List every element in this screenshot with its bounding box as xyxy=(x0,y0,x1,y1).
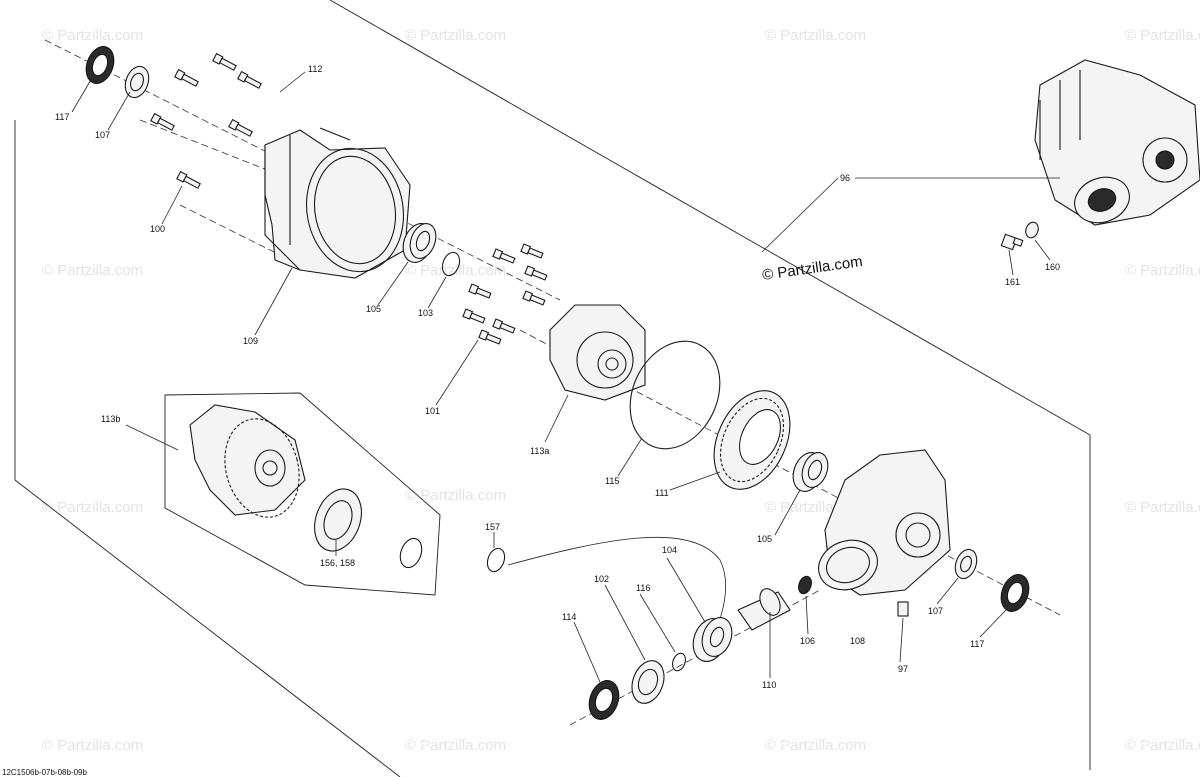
callout-102[interactable]: 102 xyxy=(594,574,609,584)
leader-lines xyxy=(71,71,1060,683)
oil-seal-117-top[interactable] xyxy=(81,43,118,88)
bearing-104[interactable] xyxy=(687,613,737,666)
ring-gear-111[interactable] xyxy=(699,379,805,502)
callout-97[interactable]: 97 xyxy=(898,664,908,674)
housing-109[interactable] xyxy=(264,127,413,279)
bearing-105-top[interactable] xyxy=(398,219,440,266)
watermark: © Partzilla.com xyxy=(1125,499,1200,516)
washer-160[interactable] xyxy=(1024,220,1041,239)
o-ring-115[interactable] xyxy=(613,326,736,463)
callout-116[interactable]: 116 xyxy=(636,583,650,593)
bushing-106[interactable] xyxy=(796,574,813,595)
watermark: © Partzilla.com xyxy=(765,737,866,754)
callout-113a[interactable]: 113a xyxy=(530,446,549,456)
watermark: © Partzilla.com xyxy=(1125,262,1200,279)
differential-cover-113a[interactable] xyxy=(549,304,646,401)
oil-seal-117-bot[interactable] xyxy=(996,571,1033,616)
assembly-axes xyxy=(44,39,1061,726)
watermark: © Partzilla.com xyxy=(42,737,143,754)
drawing-code: 12C1506b-07b-08b-09b xyxy=(2,768,88,777)
callout-110[interactable]: 110 xyxy=(762,680,776,690)
bolt-set-101[interactable] xyxy=(462,243,548,345)
callout-96[interactable]: 96 xyxy=(840,173,850,183)
copyright-notice: © Partzilla.com xyxy=(761,253,863,284)
callout-108[interactable]: 108 xyxy=(850,636,865,646)
callout-117[interactable]: 117 xyxy=(970,639,984,649)
housing-108[interactable] xyxy=(812,449,951,598)
callout-157[interactable]: 157 xyxy=(485,522,500,532)
callout-106[interactable]: 106 xyxy=(800,636,815,646)
callout-156-158[interactable]: 156, 158 xyxy=(320,558,355,568)
watermark: © Partzilla.com xyxy=(42,27,143,44)
watermark: © Partzilla.com xyxy=(42,262,143,279)
callout-161[interactable]: 161 xyxy=(1005,277,1020,287)
callout-labels: 117 107 112 100 109 105 103 101 113a 115… xyxy=(55,64,1060,690)
callout-103[interactable]: 103 xyxy=(418,308,433,318)
drain-plug-97[interactable] xyxy=(897,601,909,617)
watermark: © Partzilla.com xyxy=(405,262,506,279)
bolt-set-100[interactable] xyxy=(150,52,262,190)
watermark: © Partzilla.com xyxy=(405,737,506,754)
bearing-107-bot[interactable] xyxy=(951,546,980,581)
callout-113b[interactable]: 113b xyxy=(101,414,120,424)
callout-117[interactable]: 117 xyxy=(55,112,69,122)
differential-assembly-113b[interactable] xyxy=(189,404,310,526)
breather-fitting-112[interactable] xyxy=(267,94,281,133)
inset-frame-113b xyxy=(164,392,441,596)
callout-104[interactable]: 104 xyxy=(662,545,677,555)
final-drive-assembly-96[interactable] xyxy=(1034,59,1200,230)
watermark: © Partzilla.com xyxy=(405,487,506,504)
callout-160[interactable]: 160 xyxy=(1045,262,1060,272)
callout-105[interactable]: 105 xyxy=(757,534,772,544)
circlip-inset[interactable] xyxy=(396,535,425,570)
bearing-105-mid[interactable] xyxy=(788,448,832,495)
callout-100[interactable]: 100 xyxy=(150,224,165,234)
watermark: © Partzilla.com xyxy=(405,27,506,44)
callout-107[interactable]: 107 xyxy=(928,606,943,616)
watermark: © Partzilla.com xyxy=(765,27,866,44)
bolt-161[interactable] xyxy=(1000,233,1024,251)
assembly-frame xyxy=(14,0,1091,777)
callout-107[interactable]: 107 xyxy=(95,130,110,140)
pinion-shaft-110[interactable] xyxy=(737,586,791,631)
bearing-102[interactable] xyxy=(626,656,669,708)
callout-114[interactable]: 114 xyxy=(562,612,576,622)
bearing-107-top[interactable] xyxy=(121,63,153,101)
snap-ring-116[interactable] xyxy=(670,651,687,672)
callout-109[interactable]: 109 xyxy=(243,336,258,346)
circlip-103[interactable] xyxy=(439,250,462,278)
callout-112[interactable]: 112 xyxy=(308,64,322,74)
watermark-layer: © Partzilla.com © Partzilla.com © Partzi… xyxy=(42,27,1200,754)
oil-seal-114[interactable] xyxy=(584,676,624,723)
callout-115[interactable]: 115 xyxy=(605,476,619,486)
callout-111[interactable]: 111 xyxy=(655,488,669,498)
assembly-path-157 xyxy=(507,536,726,626)
watermark: © Partzilla.com xyxy=(1125,737,1200,754)
watermark: © Partzilla.com xyxy=(42,499,143,516)
ring-157[interactable] xyxy=(484,546,507,574)
callout-101[interactable]: 101 xyxy=(425,406,440,416)
watermark: © Partzilla.com xyxy=(1125,27,1200,44)
callout-105[interactable]: 105 xyxy=(366,304,381,314)
shim-156-158[interactable] xyxy=(306,482,369,557)
